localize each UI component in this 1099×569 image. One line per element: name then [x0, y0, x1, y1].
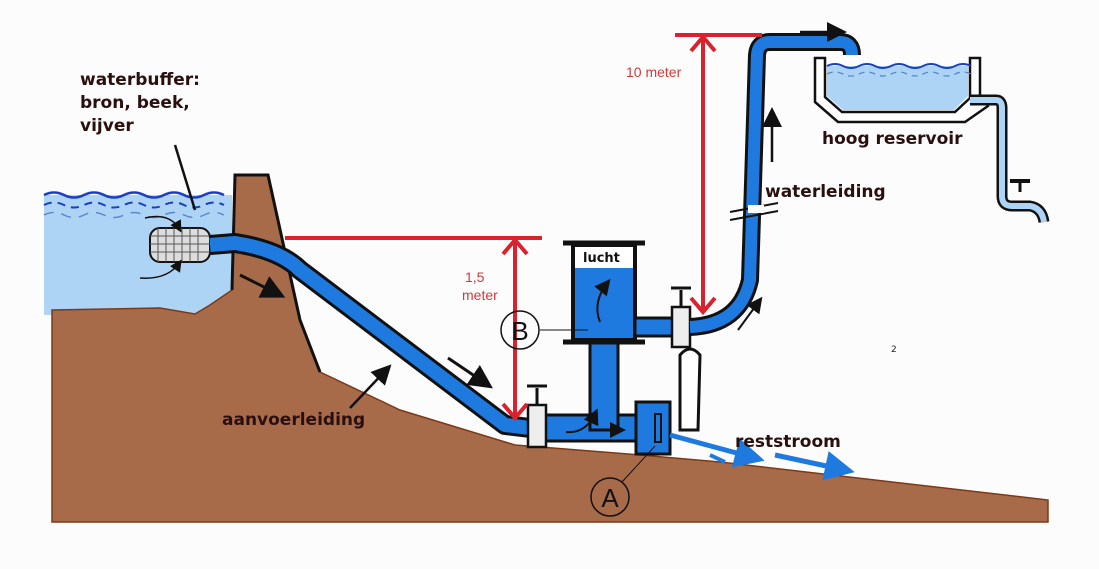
delivery-valve-icon [670, 286, 692, 349]
marker-a: A [590, 445, 656, 517]
lift-height-value: 10 meter [626, 64, 682, 80]
drop-height-value: 1,5 [465, 269, 485, 285]
label-waterleiding: waterleiding [765, 182, 886, 202]
label-hoog-reservoir: hoog reservoir [822, 129, 963, 149]
high-reservoir [813, 56, 1050, 224]
waste-flow-arrows [669, 432, 855, 481]
label-waterbuffer-line2: bron, beek, [80, 93, 190, 113]
supply-valve-icon [526, 384, 548, 449]
label-lucht: lucht [583, 251, 620, 266]
ram-pump-body [528, 240, 702, 456]
label-reststroom: reststroom [735, 432, 841, 452]
label-stray-number: 2 [891, 345, 897, 355]
label-aanvoerleiding: aanvoerleiding [222, 410, 365, 430]
drop-height-measure [285, 236, 542, 422]
tap-icon [1010, 179, 1030, 192]
marker-b-label: B [511, 316, 528, 346]
marker-b: B [500, 310, 588, 350]
lift-height-measure [675, 33, 762, 316]
label-waterbuffer-line3: vijver [80, 116, 134, 136]
drop-height-unit: meter [462, 287, 498, 303]
marker-a-label: A [601, 483, 619, 513]
intake-filter-icon [139, 215, 211, 279]
label-waterbuffer-line1: waterbuffer: [80, 70, 200, 90]
